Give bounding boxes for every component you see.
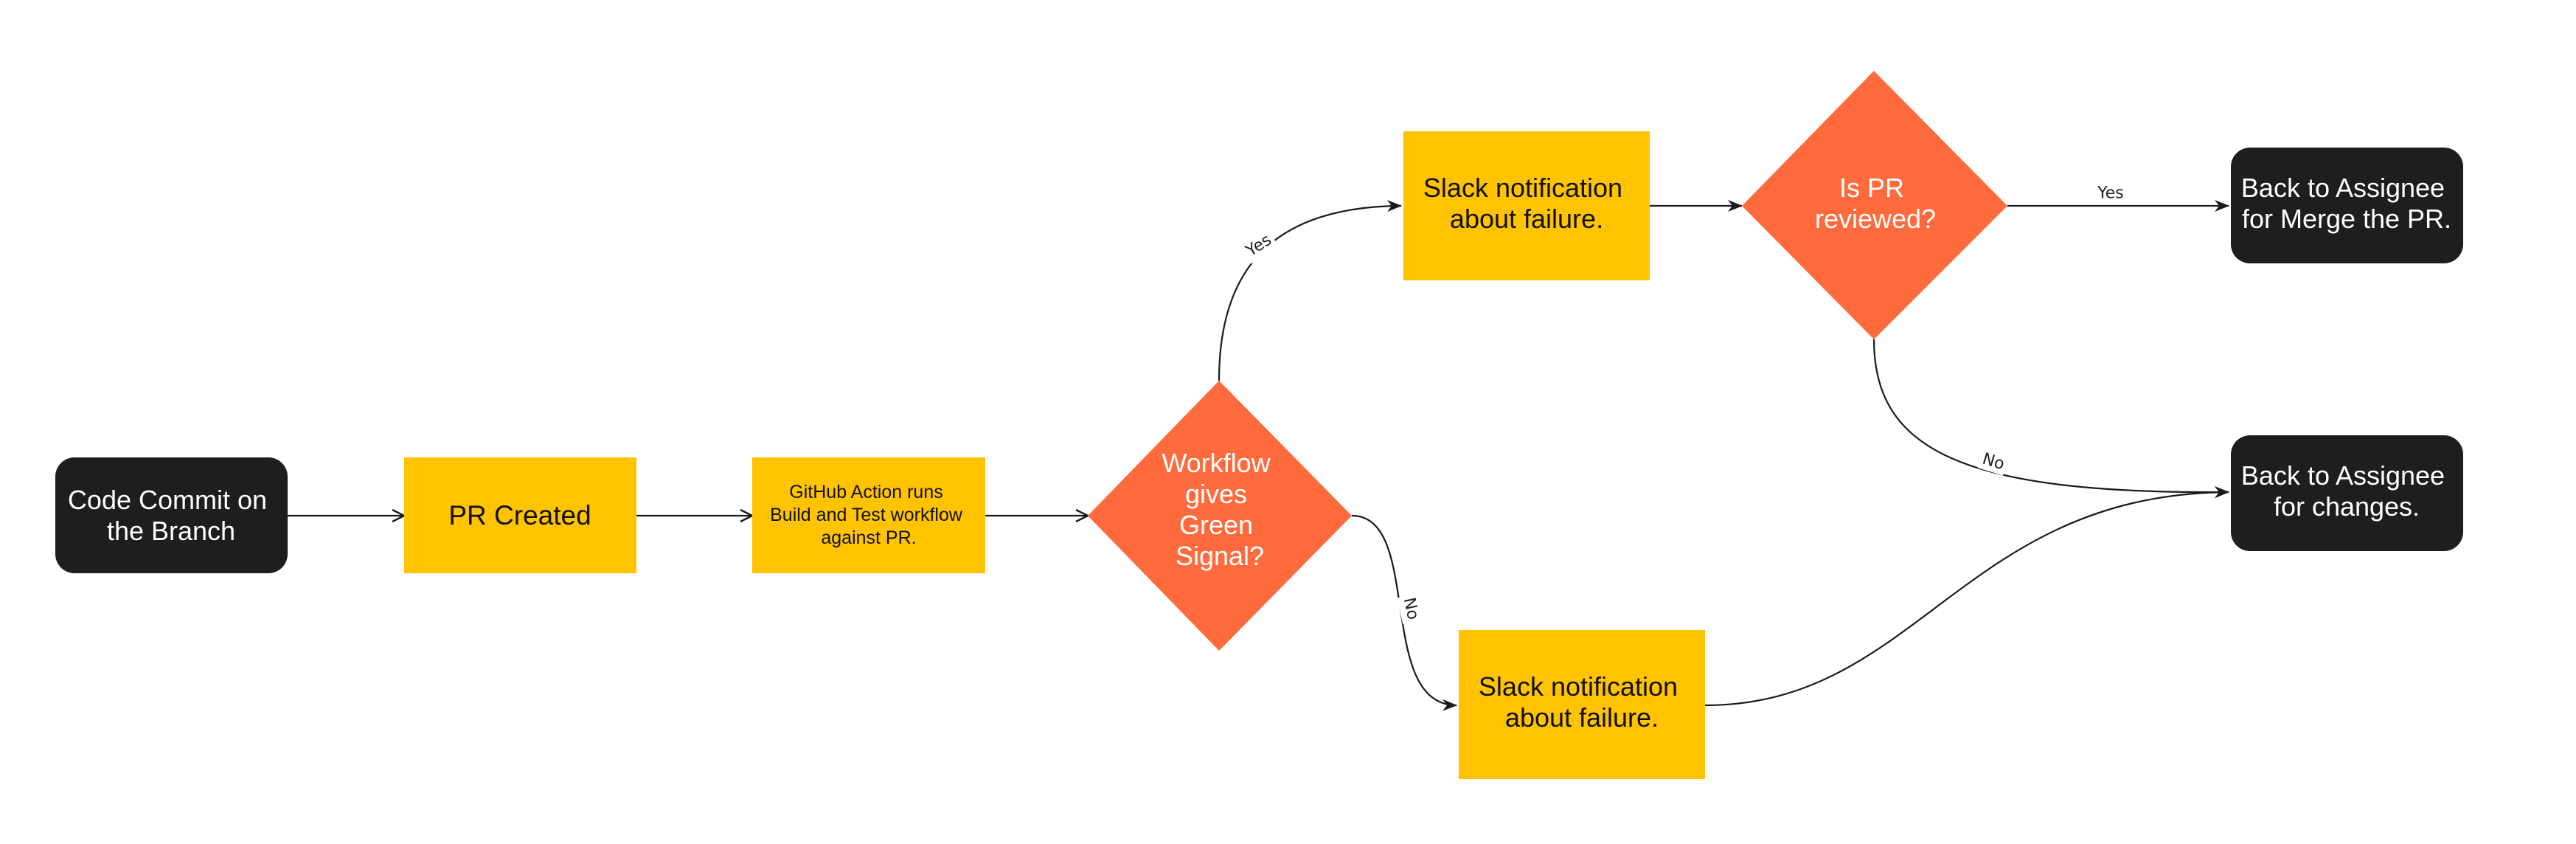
node-back-merge-line-1: Back to Assignee: [2241, 173, 2445, 203]
node-slack-bottom[interactable]: Slack notification about failure.: [1459, 630, 1705, 779]
node-github-action-line-3: against PR.: [821, 528, 916, 548]
node-workflow-decision-line-2: gives: [1185, 479, 1247, 509]
node-back-changes-line-1: Back to Assignee: [2241, 460, 2445, 491]
node-github-action[interactable]: GitHub Action runs Build and Test workfl…: [752, 457, 985, 573]
node-github-action-line-2: Build and Test workflow: [770, 505, 963, 525]
node-pr-reviewed-line-1: Is PR: [1839, 173, 1904, 203]
node-github-action-label: GitHub Action runs Build and Test workfl…: [770, 482, 968, 548]
node-back-changes-line-2: for changes.: [2274, 491, 2420, 522]
node-pr-created-line-1: PR Created: [448, 500, 591, 530]
node-github-action-shape: [752, 457, 985, 573]
edge-label-workflow-no: No: [1400, 596, 1423, 621]
node-back-changes-label: Back to Assignee for changes.: [2241, 460, 2452, 522]
node-workflow-decision-shape: [1088, 381, 1352, 651]
node-workflow-decision-label: Workflow gives Green Signal?: [1162, 448, 1277, 571]
node-back-changes-shape: [2231, 435, 2463, 551]
node-slack-top-line-2: about failure.: [1450, 204, 1603, 234]
node-pr-created[interactable]: PR Created: [404, 457, 636, 573]
node-slack-top-line-1: Slack notification: [1423, 173, 1622, 203]
node-slack-top[interactable]: Slack notification about failure.: [1403, 131, 1650, 280]
node-code-commit[interactable]: Code Commit on the Branch: [55, 457, 288, 573]
nodes: Code Commit on the Branch PR Created Git…: [55, 71, 2463, 779]
node-slack-bottom-shape: [1459, 630, 1705, 779]
edge-label-bg: [1239, 227, 1279, 264]
node-back-changes[interactable]: Back to Assignee for changes.: [2231, 435, 2463, 551]
node-pr-reviewed[interactable]: Is PR reviewed?: [1742, 71, 2007, 339]
node-slack-bottom-line-2: about failure.: [1505, 702, 1659, 733]
node-slack-bottom-label: Slack notification about failure.: [1479, 671, 1685, 733]
node-workflow-decision[interactable]: Workflow gives Green Signal?: [1088, 381, 1352, 651]
node-back-merge-shape: [2231, 148, 2463, 263]
node-pr-reviewed-line-2: reviewed?: [1815, 204, 1936, 234]
edge-label-reviewed-yes: Yes: [2097, 184, 2124, 203]
node-code-commit-line-1: Code Commit on: [68, 485, 267, 515]
node-pr-reviewed-shape: [1742, 71, 2007, 339]
node-code-commit-shape: [55, 457, 288, 573]
node-slack-top-label: Slack notification about failure.: [1423, 173, 1630, 234]
edge-label-bg: [1397, 593, 1425, 624]
node-pr-created-label: PR Created: [448, 500, 591, 530]
node-back-merge[interactable]: Back to Assignee for Merge the PR.: [2231, 148, 2463, 263]
node-slack-top-shape: [1403, 131, 1650, 280]
node-slack-bottom-line-1: Slack notification: [1479, 671, 1678, 702]
edge-slack-bottom-to-changes: [1704, 486, 2229, 707]
edge-workflow-yes: [1218, 200, 1402, 381]
node-pr-reviewed-label: Is PR reviewed?: [1815, 173, 1936, 234]
edge-label-bg: [1977, 448, 2010, 476]
node-workflow-decision-line-1: Workflow: [1162, 448, 1271, 478]
edge-reviewed-no: [1872, 339, 2229, 499]
node-code-commit-label: Code Commit on the Branch: [68, 485, 274, 546]
node-github-action-line-1: GitHub Action runs: [789, 482, 942, 502]
node-workflow-decision-line-3: Green: [1179, 510, 1253, 540]
node-code-commit-line-2: the Branch: [107, 516, 235, 546]
node-back-merge-line-2: for Merge the PR.: [2242, 204, 2451, 234]
node-back-merge-label: Back to Assignee for Merge the PR.: [2241, 173, 2452, 234]
edge-labels: Yes No Yes No: [1239, 183, 2127, 624]
node-pr-created-shape: [404, 457, 636, 573]
edge-label-bg: [2094, 183, 2127, 204]
node-workflow-decision-line-4: Signal?: [1176, 541, 1264, 571]
